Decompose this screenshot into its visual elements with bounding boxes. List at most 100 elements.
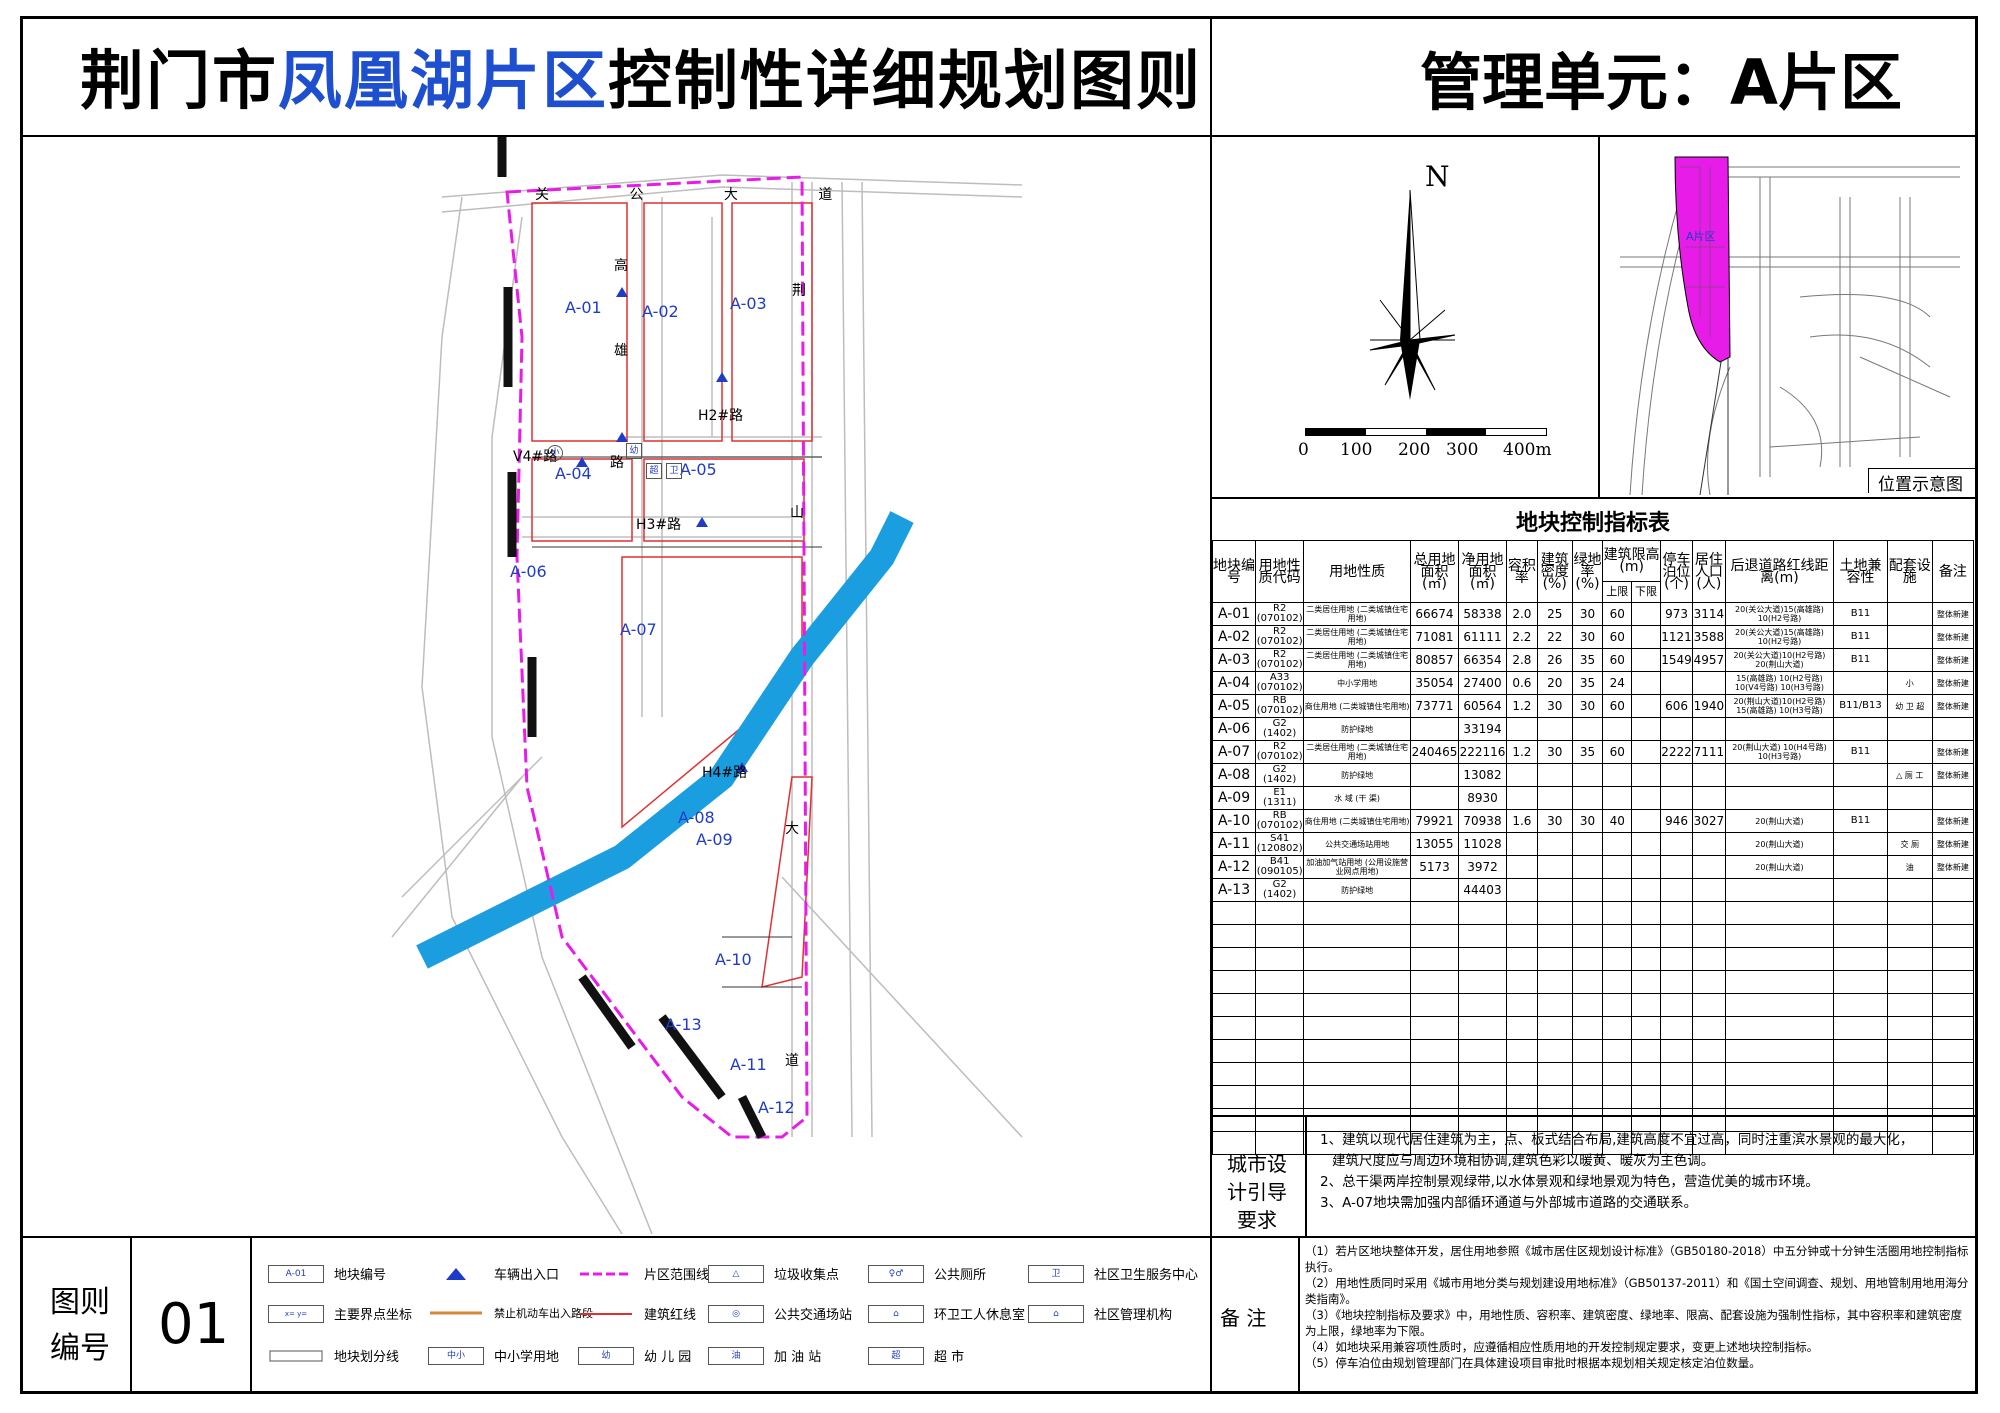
cell-parking: 606 <box>1659 694 1694 718</box>
cell-net: 61111 <box>1457 625 1508 649</box>
parcel-label-a03: A-03 <box>730 294 767 313</box>
cell-far <box>1506 878 1538 902</box>
community-office-icon: ⌂ <box>1028 1304 1084 1323</box>
cell-upper <box>1602 786 1633 810</box>
cell-pop <box>1692 763 1726 787</box>
compass-divider <box>1598 135 1600 497</box>
cell-empty <box>1409 901 1460 925</box>
cell-id: A-05 <box>1211 694 1257 718</box>
notes-text: （1）若片区地块整体开发，居住用地参照《城市居住区规划设计标准》（GB50180… <box>1305 1243 1970 1371</box>
cell-remark: 整体新建 <box>1931 740 1975 764</box>
cell-code: G2 (1402) <box>1255 717 1305 741</box>
cell-empty <box>1659 1108 1694 1132</box>
cell-compat <box>1833 671 1888 695</box>
cell-empty <box>1457 1108 1508 1132</box>
col-remark: 备注 <box>1931 540 1975 603</box>
cell-facility: 幼 卫 超 <box>1886 694 1933 718</box>
cell-empty <box>1631 1016 1661 1040</box>
parcel-label-a12: A-12 <box>758 1098 795 1117</box>
cell-empty <box>1536 1016 1573 1040</box>
legend-transit: ◎ 公共交通场站 <box>708 1304 852 1323</box>
cell-far: 2.2 <box>1506 625 1538 649</box>
cell-net: 8930 <box>1457 786 1508 810</box>
cell-setback: 20(荆山大道)10(H2号路) 15(高雄路) 10(H3号路) <box>1724 694 1835 718</box>
table-row-empty <box>1211 1131 1975 1155</box>
cell-empty <box>1833 1108 1888 1132</box>
cell-setback: 20(荆山大道) <box>1724 809 1835 833</box>
legend-no-motor: 禁止机动车出入路段 <box>428 1304 593 1322</box>
cell-empty <box>1255 1108 1305 1132</box>
legend-toilet: ♀♂ 公共厕所 <box>868 1264 986 1283</box>
col-height-lower: 下限 <box>1631 581 1661 603</box>
cell-pop: 3027 <box>1692 809 1726 833</box>
cell-pop: 7111 <box>1692 740 1726 764</box>
cell-empty <box>1833 924 1888 948</box>
cell-empty <box>1724 1016 1835 1040</box>
cell-parking <box>1659 786 1694 810</box>
cell-empty <box>1255 901 1305 925</box>
location-caption: 位置示意图 <box>1878 475 1963 495</box>
footer-divider-1 <box>130 1236 132 1394</box>
cell-empty <box>1931 1016 1975 1040</box>
cell-empty <box>1409 1108 1460 1132</box>
table-row-empty <box>1211 970 1975 994</box>
legend-label: 建筑红线 <box>644 1308 697 1323</box>
cell-empty <box>1833 1039 1888 1063</box>
vehicle-entry-icon <box>428 1265 484 1283</box>
cell-total: 80857 <box>1409 648 1460 672</box>
cell-empty <box>1536 1085 1573 1109</box>
road-h3: H3#路 <box>636 517 682 533</box>
col-total-area: 总用地面积(㎡) <box>1409 540 1460 603</box>
cell-id: A-03 <box>1211 648 1257 672</box>
cell-id: A-12 <box>1211 855 1257 879</box>
cell-id: A-10 <box>1211 809 1257 833</box>
col-height: 建筑限高(m) <box>1602 540 1661 582</box>
cell-total: 66674 <box>1409 602 1460 626</box>
cell-density <box>1536 717 1573 741</box>
cell-empty <box>1631 1062 1661 1086</box>
cell-total <box>1409 763 1460 787</box>
cell-empty <box>1536 947 1573 971</box>
cell-empty <box>1724 1108 1835 1132</box>
cell-empty <box>1833 947 1888 971</box>
cell-empty <box>1692 993 1726 1017</box>
cell-empty <box>1506 1039 1538 1063</box>
cell-compat <box>1833 786 1888 810</box>
cell-empty <box>1886 1085 1933 1109</box>
cell-code: S41 (120802) <box>1255 832 1305 856</box>
cell-empty <box>1659 1131 1694 1155</box>
cell-empty <box>1303 970 1411 994</box>
cell-empty <box>1536 901 1573 925</box>
cell-empty <box>1255 1039 1305 1063</box>
cell-upper <box>1602 832 1633 856</box>
cell-empty <box>1303 1108 1411 1132</box>
cell-empty <box>1303 901 1411 925</box>
garbage-icon: △ <box>708 1264 764 1283</box>
cell-nature: 二类居住用地 (二类城镇住宅用地) <box>1303 648 1411 672</box>
cell-empty <box>1931 924 1975 948</box>
cell-id: A-02 <box>1211 625 1257 649</box>
cell-setback <box>1724 878 1835 902</box>
cell-density: 30 <box>1536 694 1573 718</box>
cell-empty <box>1886 1108 1933 1132</box>
cell-total: 71081 <box>1409 625 1460 649</box>
cell-lower <box>1631 694 1661 718</box>
cell-empty <box>1506 1108 1538 1132</box>
cell-compat <box>1833 717 1888 741</box>
cell-upper: 60 <box>1602 602 1633 626</box>
cell-net: 11028 <box>1457 832 1508 856</box>
road-jingshan-2: 山 <box>790 505 804 521</box>
cell-net: 44403 <box>1457 878 1508 902</box>
cell-empty <box>1303 924 1411 948</box>
footer-divider-2 <box>250 1236 252 1394</box>
cell-parking <box>1659 763 1694 787</box>
cell-setback: 20(关公大道)10(H2号路) 20(荆山大道) <box>1724 648 1835 672</box>
cell-empty <box>1409 1016 1460 1040</box>
cell-density: 30 <box>1536 740 1573 764</box>
cell-density <box>1536 786 1573 810</box>
